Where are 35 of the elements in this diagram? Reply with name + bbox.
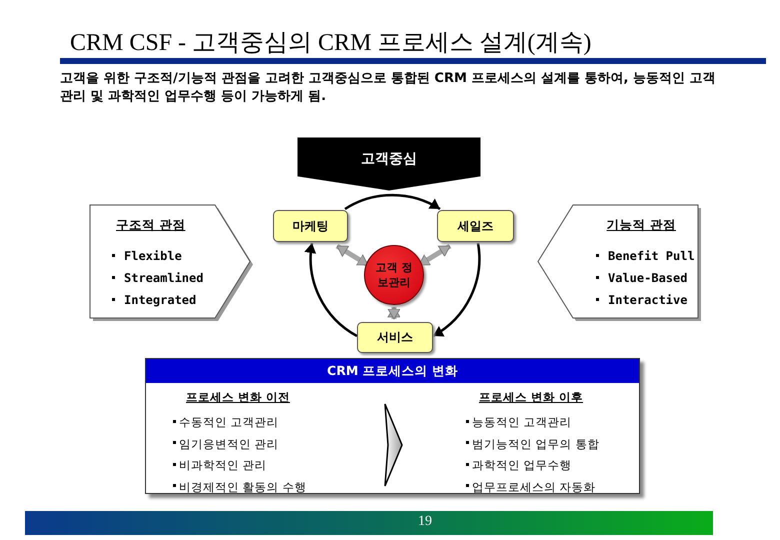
intro-text: 고객을 위한 구조적/기능적 관점을 고려한 고객중심으로 통합된 CRM 프로세스의 설계를 통하여, 능동적인 고객관리 및 과학적인 업무수행 등이 가능하게 됨. — [60, 70, 716, 106]
bullet-item: 수동적인 고객관리 — [173, 412, 279, 434]
bullet-item: Interactive — [596, 289, 695, 311]
bullet-item: Flexible — [112, 245, 204, 267]
panel-heading: 구조적 관점 — [116, 217, 186, 234]
bullet-item: Benefit Pull — [596, 245, 695, 267]
double-arrow — [388, 306, 400, 320]
banner-arrow: 고객중심 — [298, 138, 480, 190]
title: CRM CSF - 고객중심의 CRM 프로세스 설계(계속) — [70, 29, 592, 58]
change-panel — [145, 358, 640, 494]
cycle-arrow — [304, 242, 358, 338]
perspective-panel — [538, 205, 698, 318]
process-box: 세일즈 — [437, 210, 514, 242]
info-circle: 고객 정보관리 — [364, 245, 424, 305]
cycle-arrow — [432, 242, 480, 338]
panel-heading: 기능적 관점 — [606, 217, 676, 234]
bullet-item: 능동적인 고객관리 — [466, 412, 572, 434]
perspective-panel — [90, 205, 250, 318]
bullet-item: Streamlined — [112, 267, 204, 289]
header-band: CRM 프로세스의 변화 — [146, 359, 639, 383]
process-box: 마케팅 — [273, 210, 348, 242]
double-arrow — [336, 244, 370, 268]
bullet-item: 비과학적인 관리 — [173, 455, 267, 476]
page-number: 19 — [417, 514, 433, 530]
column-heading: 프로세스 변화 이전 — [186, 390, 290, 405]
bullet-item: 과학적인 업무수행 — [466, 455, 572, 476]
bullet-item: 업무프로세스의 자동화 — [466, 476, 596, 498]
bullet-item: 임기응변적인 관리 — [173, 434, 279, 455]
bullet-item: 범기능적인 업무의 통합 — [466, 434, 600, 455]
column-heading: 프로세스 변화 이후 — [479, 390, 584, 405]
bullet-item: Value-Based — [596, 267, 695, 289]
cycle-arrow — [344, 194, 441, 210]
process-box: 서비스 — [357, 322, 433, 353]
bullet-item: Integrated — [112, 289, 204, 311]
bullet-item: 비경제적인 활동의 수행 — [173, 476, 306, 498]
